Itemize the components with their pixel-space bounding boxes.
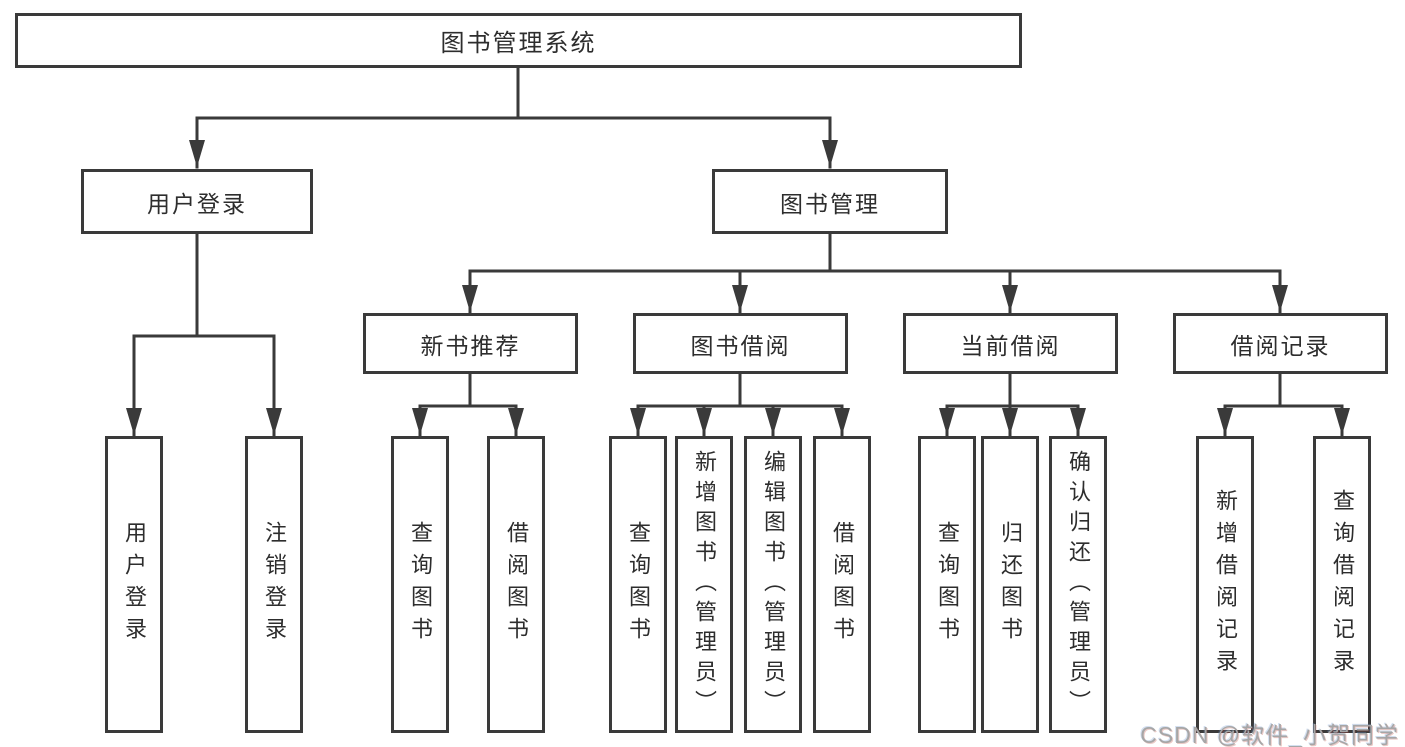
node-root: 图书管理系统 (15, 13, 1022, 68)
node-new-book-recommend: 新书推荐 (363, 313, 578, 374)
node-borrow-records-label: 借阅记录 (1230, 332, 1331, 359)
node-user-login: 用户登录 (81, 169, 313, 234)
leaf-borrow-books-borrowing-label: 借阅图书 (830, 520, 855, 649)
leaf-return-books: 归还图书 (981, 436, 1039, 733)
leaf-query-borrow-record: 查询借阅记录 (1313, 436, 1371, 733)
leaf-add-books-admin-label: 新增图书（管理员） (692, 449, 717, 720)
leaf-confirm-return-admin: 确认归还（管理员） (1049, 436, 1107, 733)
csdn-watermark: CSDN @软件_小贺同学 (1140, 722, 1399, 747)
leaf-edit-books-admin: 编辑图书（管理员） (744, 436, 802, 733)
connector-trunk-book-borrowing (636, 372, 844, 408)
leaf-borrow-books-recommend-label: 借阅图书 (504, 520, 529, 649)
leaf-query-books-borrowing: 查询图书 (609, 436, 667, 733)
leaf-user-login: 用户登录 (105, 436, 163, 733)
leaf-add-borrow-record: 新增借阅记录 (1196, 436, 1254, 733)
node-current-borrowing: 当前借阅 (903, 313, 1118, 374)
leaf-borrow-books-borrowing: 借阅图书 (813, 436, 871, 733)
node-book-management: 图书管理 (712, 169, 948, 234)
node-current-borrowing-label: 当前借阅 (960, 332, 1061, 359)
leaf-query-books-current: 查询图书 (918, 436, 976, 733)
leaf-add-borrow-record-label: 新增借阅记录 (1213, 488, 1238, 681)
leaf-logout-login: 注销登录 (245, 436, 303, 733)
leaf-query-books-recommend: 查询图书 (391, 436, 449, 733)
leaf-logout-login-label: 注销登录 (262, 520, 287, 649)
connector-trunk-current-borrowing (945, 372, 1080, 408)
node-book-borrowing-label: 图书借阅 (690, 332, 791, 359)
leaf-add-books-admin: 新增图书（管理员） (675, 436, 733, 733)
node-book-borrowing: 图书借阅 (633, 313, 848, 374)
leaf-user-login-label: 用户登录 (122, 520, 147, 649)
connector-trunk-root (195, 66, 832, 120)
leaf-query-borrow-record-label: 查询借阅记录 (1330, 488, 1355, 681)
leaf-return-books-label: 归还图书 (998, 520, 1023, 649)
leaf-borrow-books-recommend: 借阅图书 (487, 436, 545, 733)
connector-trunk-book-management (468, 232, 1282, 273)
leaf-query-books-borrowing-label: 查询图书 (626, 520, 651, 649)
leaf-query-books-recommend-label: 查询图书 (408, 520, 433, 649)
node-book-management-label: 图书管理 (780, 190, 880, 217)
leaf-confirm-return-admin-label: 确认归还（管理员） (1066, 449, 1091, 720)
connector-trunk-borrow-records (1223, 372, 1344, 408)
node-new-book-recommend-label: 新书推荐 (420, 332, 521, 359)
connector-trunk-user-login (132, 232, 276, 338)
node-user-login-label: 用户登录 (147, 190, 247, 217)
node-root-label: 图书管理系统 (440, 30, 597, 57)
node-borrow-records: 借阅记录 (1173, 313, 1388, 374)
connector-trunk-new-book (418, 372, 518, 408)
leaf-edit-books-admin-label: 编辑图书（管理员） (761, 449, 786, 720)
leaf-query-books-current-label: 查询图书 (935, 520, 960, 649)
